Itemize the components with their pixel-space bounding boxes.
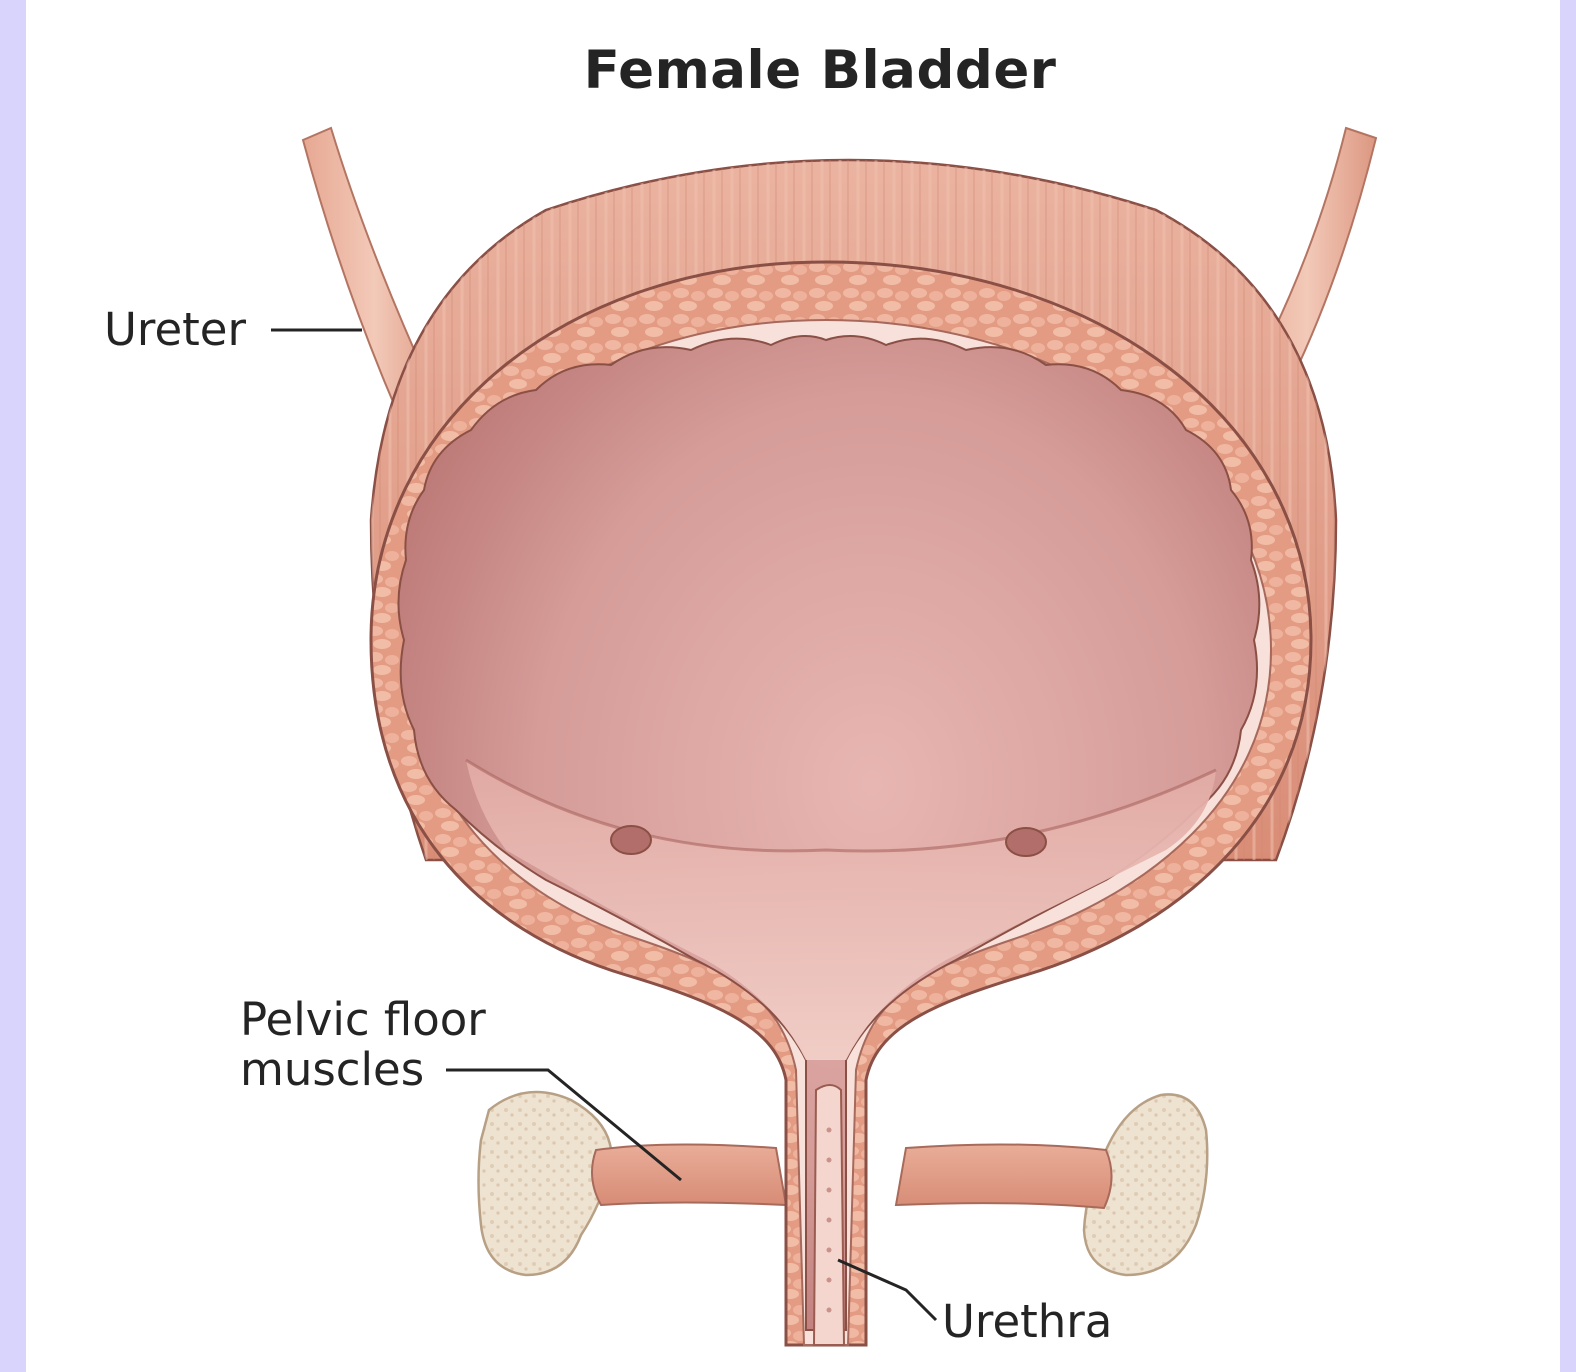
- left-ureteral-opening: [611, 826, 651, 854]
- right-pelvic-floor-band: [896, 1144, 1112, 1208]
- right-ureteral-opening: [1006, 828, 1046, 856]
- diagram-frame: Female Bladder Ureter Pelvic floor muscl…: [26, 0, 1560, 1372]
- bladder-illustration: [26, 0, 1560, 1372]
- pelvic-floor-label-line2: muscles: [240, 1044, 424, 1096]
- pelvic-floor-label-line1: Pelvic floor: [240, 994, 486, 1046]
- diagram-title: Female Bladder: [26, 40, 1560, 101]
- urethra-label: Urethra: [942, 1296, 1112, 1348]
- left-pelvic-bone: [479, 1092, 612, 1275]
- left-pelvic-floor-band: [592, 1144, 786, 1205]
- ureter-label: Ureter: [104, 304, 246, 356]
- urethra: [814, 1085, 844, 1345]
